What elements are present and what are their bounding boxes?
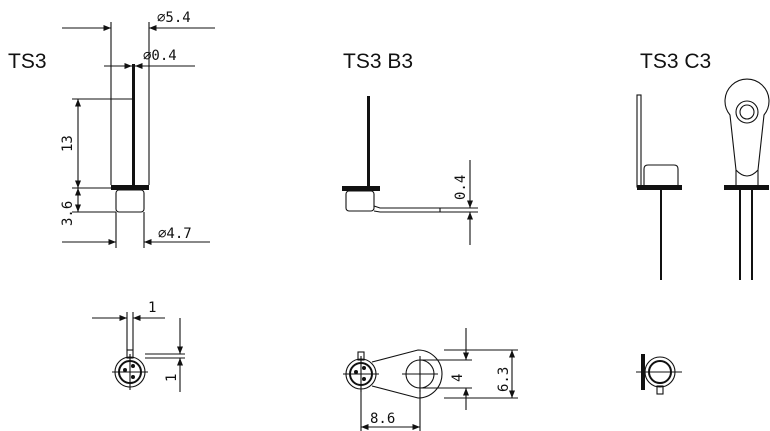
- dim-w63: 6.3: [496, 367, 512, 392]
- ts3-bottom-view: 1 1: [92, 300, 185, 392]
- title-ts3-b3: TS3 B3: [343, 50, 413, 73]
- ts3-c3-bottom-view: [636, 354, 682, 395]
- ts3-c3-side-view: [636, 94, 682, 280]
- dim-d47: ⌀4.7: [158, 226, 192, 242]
- dim-t04: 0.4: [453, 175, 469, 200]
- title-ts3: TS3: [8, 50, 47, 73]
- title-ts3-c3: TS3 C3: [640, 50, 711, 73]
- dim-d54: ⌀5.4: [157, 10, 191, 26]
- dim-h13: 13: [60, 135, 76, 152]
- dim-w1a: 1: [148, 300, 156, 316]
- dim-w4: 4: [450, 374, 466, 382]
- dim-w1b: 1: [164, 374, 180, 382]
- ts3-side-view: ⌀5.4 ⌀0.4 13 3.6 ⌀4.7: [60, 10, 215, 248]
- ts3-c3-front-view: [724, 78, 770, 280]
- dim-h36: 3.6: [60, 201, 76, 226]
- ts3-b3-bottom-view: 4 6.3 8.6: [343, 328, 518, 431]
- dim-w86: 8.6: [370, 411, 395, 427]
- dim-d04: ⌀0.4: [143, 48, 177, 64]
- ts3-b3-side-view: 0.4: [342, 96, 478, 245]
